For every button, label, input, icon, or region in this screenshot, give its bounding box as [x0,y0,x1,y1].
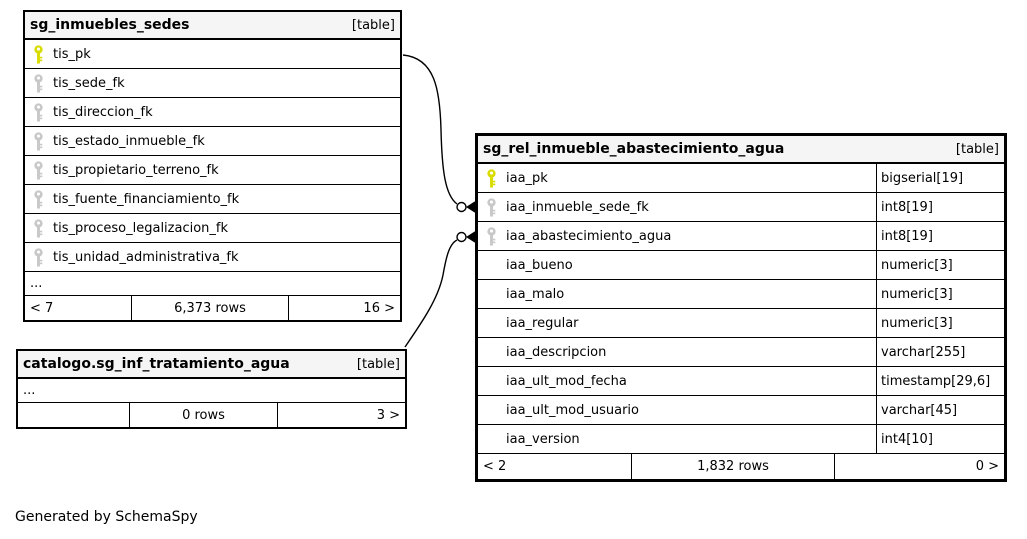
table-type-badge: [table] [356,356,400,372]
hidden-relations-left [18,403,129,427]
foreign-key-icon [486,198,497,217]
foreign-key-icon [33,248,44,267]
hidden-relations-right: 0 > [975,459,999,474]
table-name: sg_rel_inmueble_abastecimiento_agua [483,141,785,157]
table-header[interactable]: sg_rel_inmueble_abastecimiento_agua [tab… [478,136,1004,164]
column-name: tis_estado_inmueble_fk [53,133,205,149]
column-row[interactable]: tis_propietario_terreno_fk [25,156,400,185]
table-footer: < 2 1,832 rows 0 > [478,454,1004,479]
primary-key-icon [486,169,497,188]
column-row[interactable]: iaa_ult_mod_usuario varchar[45] [478,396,1004,425]
foreign-key-icon [486,227,497,246]
table-sg_inmuebles_sedes: sg_inmuebles_sedes [table] tis_pk tis_se… [23,10,402,322]
column-name: iaa_ult_mod_usuario [506,402,639,418]
column-name: iaa_abastecimiento_agua [506,228,672,244]
column-name: iaa_descripcion [506,344,607,360]
column-name: tis_unidad_administrativa_fk [53,249,239,265]
table-type-badge: [table] [351,17,395,33]
hidden-relations-left: < 7 [30,300,54,316]
column-row[interactable]: tis_direccion_fk [25,98,400,127]
column-type: int8[19] [881,199,933,215]
table-header[interactable]: catalogo.sg_inf_tratamiento_agua [table] [18,351,405,379]
column-name: iaa_regular [506,315,579,331]
table-footer: < 7 6,373 rows 16 > [25,296,400,320]
column-type: varchar[45] [881,402,958,418]
column-row[interactable]: tis_fuente_financiamiento_fk [25,185,400,214]
column-name: tis_proceso_legalizacion_fk [53,220,229,236]
column-type: numeric[3] [881,286,953,302]
column-row[interactable]: iaa_abastecimiento_agua int8[19] [478,222,1004,251]
zero-endpoint-icon [456,201,467,213]
column-type: int4[10] [881,431,933,447]
foreign-key-icon [33,132,44,151]
generated-by-label: Generated by SchemaSpy [15,509,198,525]
column-type: int8[19] [881,228,933,244]
column-type: varchar[255] [881,344,966,360]
table-name: sg_inmuebles_sedes [30,17,190,33]
table-name: catalogo.sg_inf_tratamiento_agua [23,356,290,372]
zero-endpoint-icon [456,231,467,243]
column-type: numeric[3] [881,315,953,331]
column-row[interactable]: tis_proceso_legalizacion_fk [25,214,400,243]
column-name: tis_fuente_financiamiento_fk [53,191,240,207]
row-count: 6,373 rows [131,296,289,320]
column-row[interactable]: tis_sede_fk [25,69,400,98]
table-catalogo-sg_inf_tratamiento_agua: catalogo.sg_inf_tratamiento_agua [table]… [16,349,407,429]
column-row[interactable]: iaa_pk bigserial[19] [478,164,1004,193]
column-name: tis_pk [53,46,91,62]
table-type-badge: [table] [955,141,999,157]
foreign-key-icon [33,219,44,238]
column-row[interactable]: iaa_version int4[10] [478,425,1004,454]
column-type: timestamp[29,6] [881,373,991,389]
column-row[interactable]: iaa_regular numeric[3] [478,309,1004,338]
hidden-relations-left: < 2 [483,459,507,474]
column-name: iaa_inmueble_sede_fk [506,199,649,215]
column-name: iaa_pk [506,170,548,186]
fk-connector-line [404,239,458,348]
table-footer: 0 rows 3 > [18,403,405,427]
column-row[interactable]: iaa_ult_mod_fecha timestamp[29,6] [478,367,1004,396]
column-row[interactable]: iaa_descripcion varchar[255] [478,338,1004,367]
table-header[interactable]: sg_inmuebles_sedes [table] [25,12,400,40]
hidden-columns-ellipsis: ... [25,272,400,296]
row-count: 0 rows [129,403,278,427]
column-name: tis_sede_fk [53,75,125,91]
fk-connector-line [402,54,458,205]
column-name: tis_propietario_terreno_fk [53,162,219,178]
column-row[interactable]: tis_pk [25,40,400,69]
hidden-relations-right: 3 > [376,407,400,423]
column-row[interactable]: iaa_bueno numeric[3] [478,251,1004,280]
column-name: tis_direccion_fk [53,104,153,120]
foreign-key-icon [33,74,44,93]
hidden-relations-right: 16 > [363,300,395,316]
foreign-key-icon [33,190,44,209]
column-type: bigserial[19] [881,170,964,186]
column-name: iaa_malo [506,286,565,302]
column-row[interactable]: iaa_inmueble_sede_fk int8[19] [478,193,1004,222]
hidden-columns-ellipsis: ... [18,379,405,403]
column-row[interactable]: tis_estado_inmueble_fk [25,127,400,156]
column-name: iaa_version [506,431,580,447]
primary-key-icon [33,45,44,64]
foreign-key-icon [33,161,44,180]
table-sg_rel_inmueble_abastecimiento_agua: sg_rel_inmueble_abastecimiento_agua [tab… [475,133,1007,482]
foreign-key-icon [33,103,44,122]
column-type: numeric[3] [881,257,953,273]
column-name: iaa_bueno [506,257,573,273]
column-name: iaa_ult_mod_fecha [506,373,627,389]
column-row[interactable]: iaa_malo numeric[3] [478,280,1004,309]
row-count: 1,832 rows [631,454,835,479]
column-row[interactable]: tis_unidad_administrativa_fk [25,243,400,272]
